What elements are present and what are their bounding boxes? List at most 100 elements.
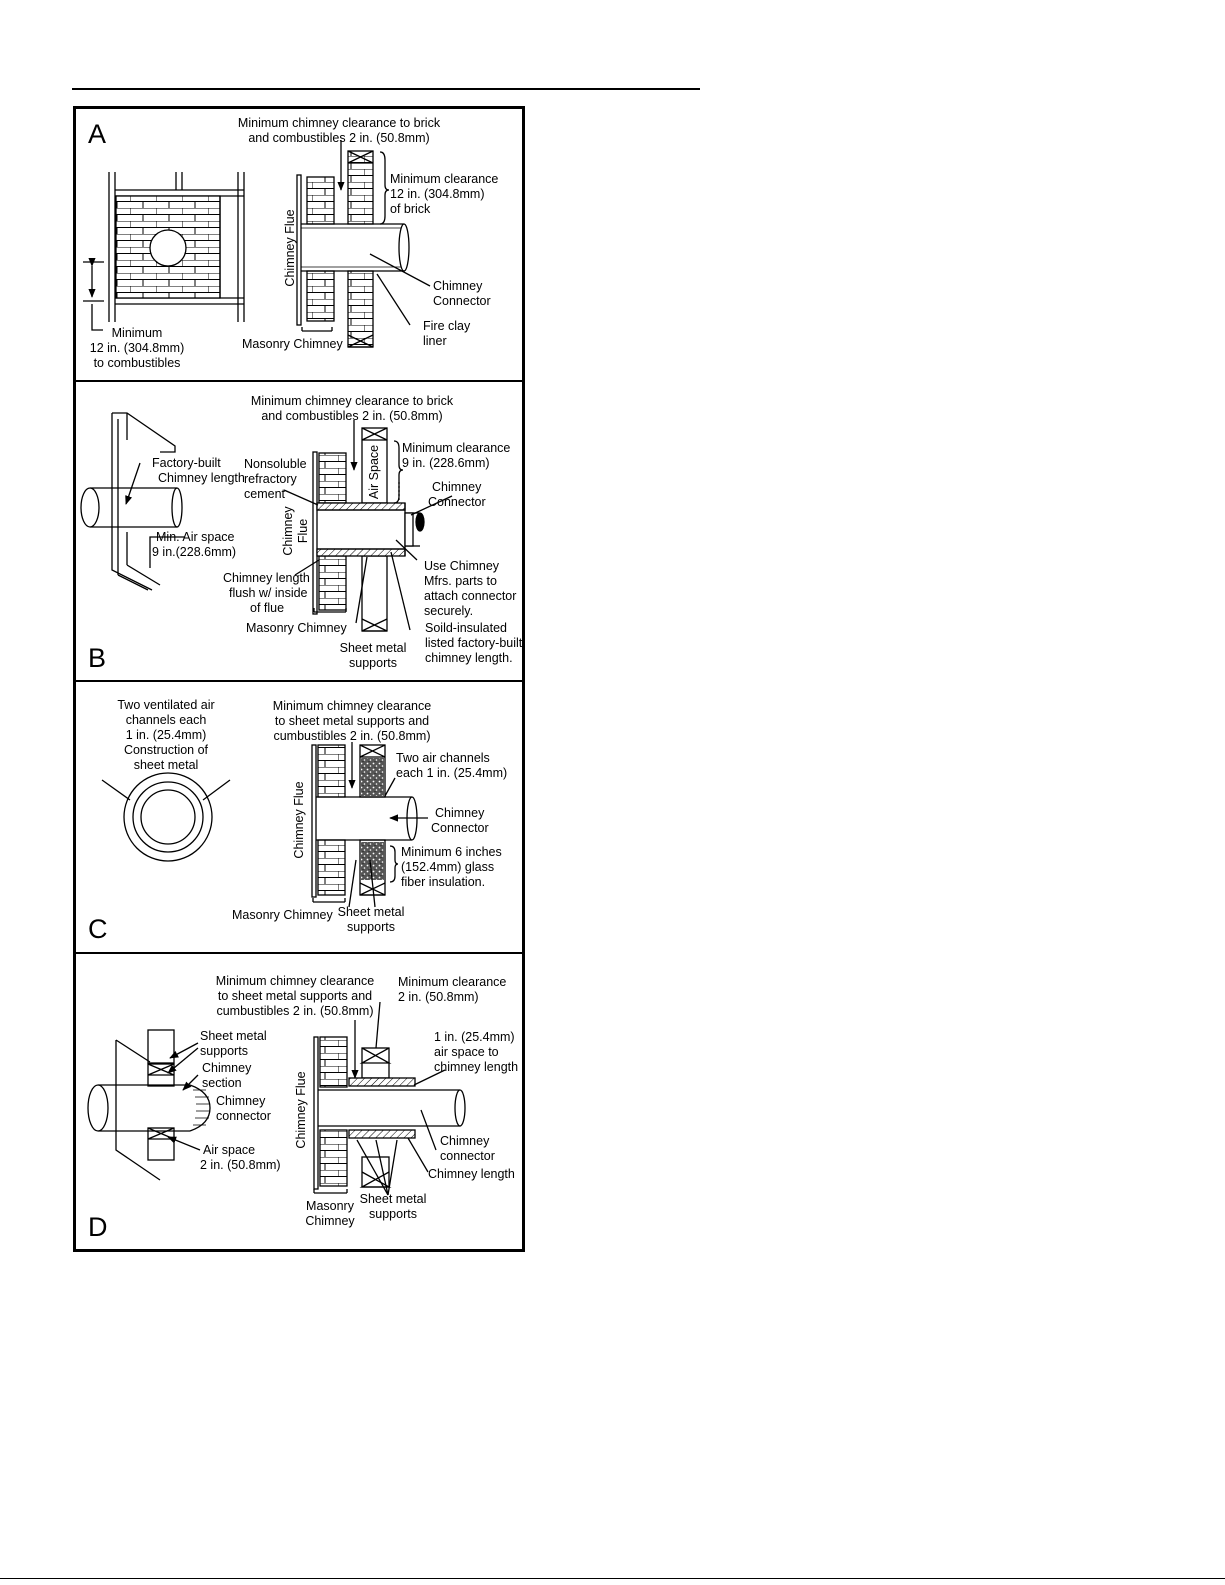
panel-b-masonry: Masonry Chimney (246, 621, 347, 635)
panel-a-top-note-1: Minimum chimney clearance to brick (238, 116, 441, 130)
panel-b-clearance-2: 9 in. (228.6mm) (402, 456, 490, 470)
panel-d-connector-2: connector (440, 1149, 495, 1163)
panel-b-min-air-2: 9 in.(228.6mm) (152, 545, 236, 559)
panel-a-masonry: Masonry Chimney (242, 337, 343, 351)
panel-c-connector-1: Chimney (435, 806, 485, 820)
panel-b-nonsoluble-3: cement (244, 487, 286, 501)
panel-b-use-parts-4: securely. (424, 604, 473, 618)
panel-c-drawing (101, 742, 428, 908)
panel-a-min-1: Minimum (112, 326, 163, 340)
panel-c-channels-2: each 1 in. (25.4mm) (396, 766, 507, 780)
panel-c-top-note-1: Minimum chimney clearance (273, 699, 431, 713)
header-rule (72, 88, 700, 90)
panel-b-connector-1: Chimney (432, 480, 482, 494)
panel-c-top-note-3: cumbustibles 2 in. (50.8mm) (273, 729, 430, 743)
panel-d-supports-2: supports (369, 1207, 417, 1221)
panel-d-min-clear-2: 2 in. (50.8mm) (398, 990, 479, 1004)
panel-b-insulated-3: chimney length. (425, 651, 513, 665)
panel-a-flue: Chimney Flue (283, 209, 297, 286)
panel-b-use-parts-2: Mfrs. parts to (424, 574, 497, 588)
panel-b-connector-2: Connector (428, 495, 486, 509)
panel-b-flush-3: of flue (250, 601, 284, 615)
panel-b-flue-1: Chimney (281, 506, 295, 556)
panel-divider-cd (73, 952, 525, 954)
panel-a-letter: A (88, 119, 106, 149)
panel-d-top-note-1: Minimum chimney clearance (216, 974, 374, 988)
panel-c-vent-4: Construction of (124, 743, 209, 757)
panel-divider-ab (73, 380, 525, 382)
panel-c-supports-1: Sheet metal (338, 905, 405, 919)
panel-b-clearance-1: Minimum clearance (402, 441, 510, 455)
panel-c-insulation-3: fiber insulation. (401, 875, 485, 889)
panel-a-min-2: 12 in. (304.8mm) (90, 341, 184, 355)
panel-c-flue: Chimney Flue (292, 781, 306, 858)
panel-a-liner-2: liner (423, 334, 447, 348)
panel-b-flush-2: flush w/ inside (229, 586, 308, 600)
panel-c-top-note-2: to sheet metal supports and (275, 714, 429, 728)
panel-d-length: Chimney length (428, 1167, 515, 1181)
figure-frame (73, 106, 525, 1252)
panel-b-use-parts-1: Use Chimney (424, 559, 500, 573)
panel-b-drawing (80, 412, 453, 632)
panel-b-min-air-1: Min. Air space (156, 530, 235, 544)
panel-d-drawing (87, 1001, 466, 1196)
panel-c-insulation-2: (152.4mm) glass (401, 860, 494, 874)
panel-a-connector-2: Connector (433, 294, 491, 308)
panel-b-air-space: Air Space (367, 445, 381, 499)
panel-a-connector-1: Chimney (433, 279, 483, 293)
panel-b-use-parts-3: attach connector (424, 589, 516, 603)
panel-d-air-length-2: air space to (434, 1045, 499, 1059)
panel-a-clearance-3: of brick (390, 202, 431, 216)
panel-a-drawing (83, 140, 431, 348)
panel-c-supports-2: supports (347, 920, 395, 934)
panel-c-letter: C (88, 914, 108, 944)
panel-c-vent-3: 1 in. (25.4mm) (126, 728, 207, 742)
panel-d-top-note-2: to sheet metal supports and (218, 989, 372, 1003)
panel-d-letter: D (88, 1212, 108, 1242)
panel-d-air-space-2: 2 in. (50.8mm) (200, 1158, 281, 1172)
panel-b-nonsoluble-2: refractory (244, 472, 298, 486)
panel-d-min-clear-1: Minimum clearance (398, 975, 506, 989)
panel-d-supports-left-2: supports (200, 1044, 248, 1058)
panel-b-factory-2: Chimney length (158, 471, 245, 485)
panel-d-flue: Chimney Flue (294, 1071, 308, 1148)
panel-d-masonry-2: Chimney (305, 1214, 355, 1228)
panel-b-top-note-2: and combustibles 2 in. (50.8mm) (261, 409, 442, 423)
panel-b-flush-1: Chimney length (223, 571, 310, 585)
panel-d-air-space-1: Air space (203, 1143, 255, 1157)
panel-a-clearance-2: 12 in. (304.8mm) (390, 187, 484, 201)
panel-d-supports-1: Sheet metal (360, 1192, 427, 1206)
panel-b-insulated-2: listed factory-built (425, 636, 523, 650)
panel-b-top-note-1: Minimum chimney clearance to brick (251, 394, 454, 408)
panel-c-connector-2: Connector (431, 821, 489, 835)
panel-a-top-note-2: and combustibles 2 in. (50.8mm) (248, 131, 429, 145)
panel-d-air-length-1: 1 in. (25.4mm) (434, 1030, 515, 1044)
panel-d-masonry-1: Masonry (306, 1199, 355, 1213)
footer-rule (0, 1578, 1225, 1579)
panel-d-connector-left-1: Chimney (216, 1094, 266, 1108)
panel-c-channels-1: Two air channels (396, 751, 490, 765)
panel-d-supports-left-1: Sheet metal (200, 1029, 267, 1043)
panel-b-nonsoluble-1: Nonsoluble (244, 457, 307, 471)
panel-c-masonry: Masonry Chimney (232, 908, 333, 922)
panel-a-liner-1: Fire clay (423, 319, 471, 333)
panel-d-section-2: section (202, 1076, 242, 1090)
panel-d-connector-1: Chimney (440, 1134, 490, 1148)
panel-c-insulation-1: Minimum 6 inches (401, 845, 502, 859)
panel-b-supports-1: Sheet metal (340, 641, 407, 655)
panel-a-clearance-1: Minimum clearance (390, 172, 498, 186)
panel-d-connector-left-2: connector (216, 1109, 271, 1123)
panel-b-letter: B (88, 643, 106, 673)
panel-b-supports-2: supports (349, 656, 397, 670)
panel-b-insulated-1: Soild-insulated (425, 621, 507, 635)
panel-d-air-length-3: chimney length (434, 1060, 518, 1074)
panel-b-factory-1: Factory-built (152, 456, 221, 470)
panel-d-top-note-3: cumbustibles 2 in. (50.8mm) (216, 1004, 373, 1018)
panel-c-vent-1: Two ventilated air (117, 698, 214, 712)
panel-b-flue-2: Flue (296, 519, 310, 543)
panel-d-section-1: Chimney (202, 1061, 252, 1075)
panel-c-vent-2: channels each (126, 713, 207, 727)
panel-c-vent-5: sheet metal (134, 758, 199, 772)
panel-a-min-3: to combustibles (94, 356, 181, 370)
